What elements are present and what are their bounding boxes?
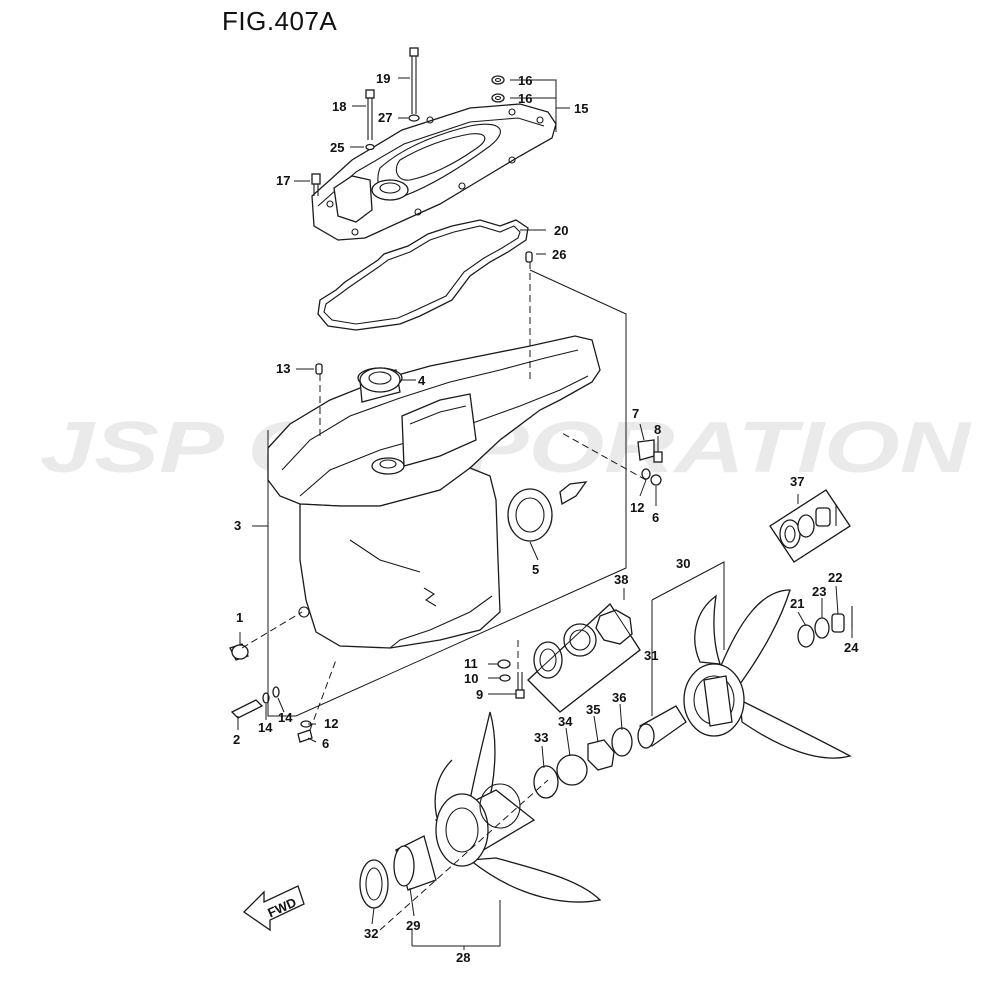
callout-33: 33 (534, 730, 548, 745)
washer-21 (797, 624, 815, 648)
bolt-19 (409, 47, 419, 114)
callout-30: 30 (676, 556, 690, 571)
washer-23 (814, 617, 830, 639)
gear-case-housing (267, 335, 601, 649)
callout-38: 38 (614, 572, 628, 587)
plug-13 (315, 363, 323, 375)
callout-16-b: 16 (518, 91, 532, 106)
bearing-5 (507, 488, 553, 542)
callout-29: 29 (406, 918, 420, 933)
callout-28: 28 (456, 950, 470, 965)
callout-1: 1 (236, 610, 243, 625)
callout-22: 22 (828, 570, 842, 585)
washer-10 (499, 674, 511, 682)
kit-38 (527, 602, 641, 713)
callout-15: 15 (574, 101, 588, 116)
spacer-36 (611, 727, 633, 757)
callout-26: 26 (552, 247, 566, 262)
screw-9 (515, 672, 525, 699)
callout-31: 31 (644, 648, 658, 663)
screw-8 (653, 451, 663, 463)
spacer-32 (359, 859, 389, 909)
pin-1 (229, 643, 249, 661)
bolt-18 (365, 89, 375, 140)
washer-12 (641, 468, 651, 480)
bushing-31 (637, 705, 687, 749)
callout-37: 37 (790, 474, 804, 489)
figure-title: FIG.407A (222, 6, 338, 36)
anode-7 (637, 439, 655, 461)
callout-19: 19 (376, 71, 390, 86)
callout-11: 11 (464, 656, 478, 671)
callout-36: 36 (612, 690, 626, 705)
screw-6 (650, 474, 662, 486)
callout-13: 13 (276, 361, 290, 376)
callout-21: 21 (790, 596, 804, 611)
nut-35 (587, 739, 615, 771)
bolt-17 (311, 173, 321, 196)
washer-25 (365, 143, 375, 151)
callout-32: 32 (364, 926, 378, 941)
kit-37 (769, 489, 851, 563)
leader-lines (237, 77, 853, 950)
lock-washer-34 (556, 754, 588, 786)
callout-34: 34 (558, 714, 573, 729)
cover-plate (311, 103, 557, 241)
screw-6b (297, 729, 313, 743)
callout-10: 10 (464, 671, 478, 686)
callout-16-a: 16 (518, 73, 532, 88)
callout-8: 8 (654, 422, 661, 437)
callout-14-b: 14 (278, 710, 293, 725)
callout-20: 20 (554, 223, 568, 238)
callout-18: 18 (332, 99, 346, 114)
callout-12-b: 12 (324, 716, 338, 731)
propeller-30 (683, 589, 852, 759)
callout-6-a: 6 (652, 510, 659, 525)
callout-7: 7 (632, 406, 639, 421)
bearing-4 (359, 367, 401, 393)
callout-23: 23 (812, 584, 826, 599)
bushings-16 (491, 75, 505, 103)
forward-direction-arrow: FWD (242, 885, 305, 932)
nut-22 (831, 613, 845, 633)
callout-6-b: 6 (322, 736, 329, 751)
gasket-20 (317, 219, 529, 331)
callout-25: 25 (330, 140, 344, 155)
propeller-28 (434, 711, 602, 903)
callout-12-a: 12 (630, 500, 644, 515)
callout-35: 35 (586, 702, 600, 717)
callout-2: 2 (233, 732, 240, 747)
callout-9: 9 (476, 687, 483, 702)
oring-14b (272, 686, 280, 698)
washer-27 (408, 114, 420, 122)
callout-5: 5 (532, 562, 539, 577)
callout-17: 17 (276, 173, 290, 188)
callout-27: 27 (378, 110, 392, 125)
washer-11 (497, 659, 511, 669)
callout-labels: 19 18 27 25 17 16 16 15 20 26 13 4 7 8 1… (233, 71, 859, 965)
callout-24: 24 (844, 640, 859, 655)
bushing-29 (393, 835, 437, 891)
callout-3: 3 (234, 518, 241, 533)
callout-14-a: 14 (258, 720, 273, 735)
callout-4: 4 (418, 373, 426, 388)
plug-26 (525, 251, 533, 263)
pin-2 (230, 699, 264, 719)
